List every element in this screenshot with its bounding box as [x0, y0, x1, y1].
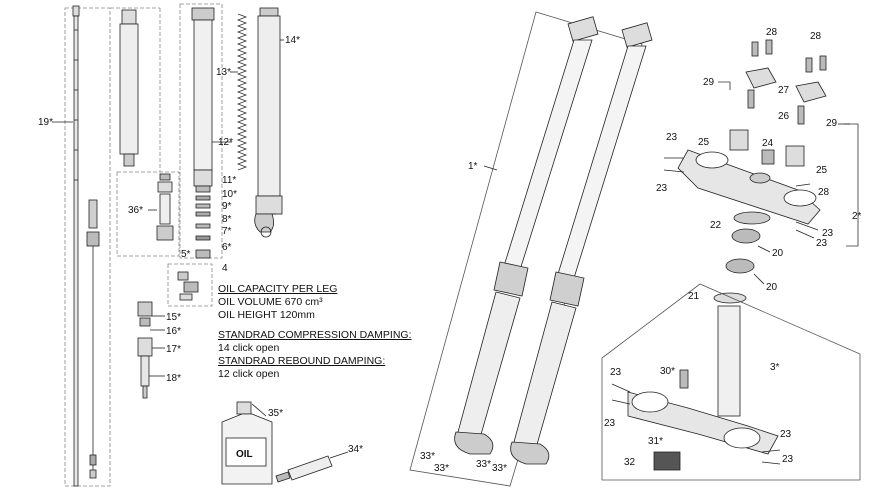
part-label-11: 11*: [222, 175, 237, 186]
part-label-1: 1*: [468, 161, 478, 172]
part-label-23-g: 23: [780, 429, 792, 440]
part-label-17: 17*: [166, 344, 182, 355]
upper-triple-clamp: [663, 39, 859, 247]
part-label-33-c: 33*: [476, 459, 492, 470]
part-label-25-a: 25: [698, 137, 710, 148]
part-label-29-a: 29: [703, 77, 715, 88]
cartridge-tube: [110, 7, 161, 172]
part-label-13: 13*: [216, 67, 232, 78]
part-label-23-a: 23: [666, 132, 678, 143]
part-label-15: 15*: [166, 312, 182, 323]
part-label-10: 10*: [222, 189, 238, 200]
part-label-14: 14*: [285, 35, 301, 46]
part-label-25-b: 25: [816, 165, 828, 176]
rebound-damping-value: 12 click open: [218, 368, 280, 380]
part-label-33-d: 33*: [492, 463, 508, 474]
part-label-28-c: 28: [818, 187, 830, 198]
part-label-12: 12*: [218, 137, 234, 148]
fork-inner-tube-spring: [179, 3, 248, 259]
part-label-2: 2*: [852, 211, 862, 222]
part-label-33-a: 33*: [420, 451, 436, 462]
valve-group: [116, 171, 180, 257]
part-label-8: 8*: [222, 214, 232, 225]
part-label-23-e: 23: [610, 367, 622, 378]
part-label-24: 24: [762, 138, 774, 149]
part-label-36: 36*: [128, 205, 144, 216]
part-label-23-d: 23: [816, 238, 828, 249]
part-label-7: 7*: [222, 226, 232, 237]
oil-height-text: OIL HEIGHT 120mm: [218, 309, 315, 321]
part-label-4: 4: [222, 263, 228, 274]
steering-bearings: [713, 211, 771, 304]
part-label-20-a: 20: [772, 248, 784, 259]
lower-triple-clamp: [601, 283, 861, 481]
part-label-5: 5*: [181, 249, 191, 260]
fork-legs-assembly: [409, 11, 653, 487]
oil-capacity-heading: OIL CAPACITY PER LEG: [218, 283, 338, 295]
adjuster-group: [137, 263, 213, 399]
part-label-23-b: 23: [656, 183, 668, 194]
compression-damping-value: 14 click open: [218, 342, 280, 354]
part-label-32: 32: [624, 457, 636, 468]
part-label-29-b: 29: [826, 118, 838, 129]
part-label-33-b: 33*: [434, 463, 450, 474]
oil-bottle: [221, 401, 273, 485]
grease-tube: [275, 451, 349, 483]
fork-outer-tube: [254, 7, 284, 238]
part-label-34: 34*: [348, 444, 364, 455]
oil-volume-text: OIL VOLUME 670 cm³: [218, 296, 323, 308]
oil-bottle-label: OIL: [236, 449, 253, 460]
part-label-3: 3*: [770, 362, 780, 373]
damper-rod-assembly: [52, 5, 111, 487]
part-label-19: 19*: [38, 117, 54, 128]
part-label-23-h: 23: [782, 454, 794, 465]
part-label-21: 21: [688, 291, 700, 302]
part-label-35: 35*: [268, 408, 284, 419]
part-label-31: 31*: [648, 436, 664, 447]
part-label-20-b: 20: [766, 282, 778, 293]
part-label-23-c: 23: [822, 228, 834, 239]
part-label-18: 18*: [166, 373, 182, 384]
part-label-6: 6*: [222, 242, 232, 253]
service-notes: OIL CAPACITY PER LEG OIL VOLUME 670 cm³ …: [218, 283, 412, 388]
part-label-23-f: 23: [604, 418, 616, 429]
part-label-22: 22: [710, 220, 722, 231]
part-label-9: 9*: [222, 201, 232, 212]
part-label-30: 30*: [660, 366, 676, 377]
part-label-26: 26: [778, 111, 790, 122]
part-label-28-b: 28: [810, 31, 822, 42]
part-label-16: 16*: [166, 326, 182, 337]
part-label-28-a: 28: [766, 27, 778, 38]
compression-damping-heading: STANDRAD COMPRESSION DAMPING:: [218, 329, 412, 341]
part-label-27: 27: [778, 85, 790, 96]
rebound-damping-heading: STANDRAD REBOUND DAMPING:: [218, 355, 386, 367]
